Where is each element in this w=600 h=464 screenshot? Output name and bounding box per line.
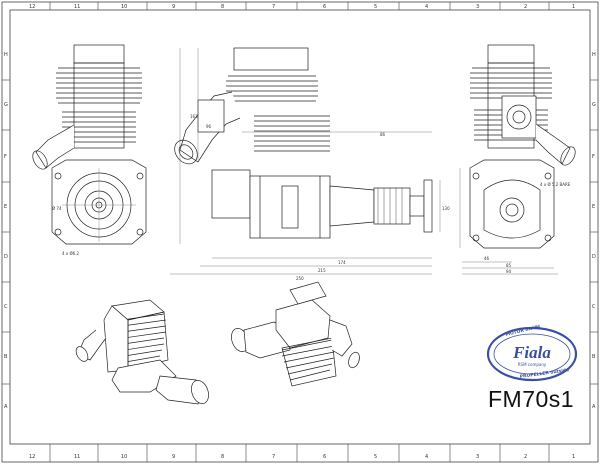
col-label: 5: [374, 454, 377, 460]
side-dimension-215: 215: [318, 268, 326, 273]
logo-tagline: RSM company: [518, 362, 547, 367]
col-label: 3: [476, 4, 479, 10]
row-label: C: [4, 304, 8, 310]
col-label: 10: [121, 4, 127, 10]
side-dimension-130: 130: [442, 206, 450, 211]
side-rear-housing: [329, 185, 375, 227]
row-label: G: [592, 102, 596, 108]
rear-dimension-85: 85: [506, 263, 512, 268]
side-dimension-lines: [170, 48, 441, 275]
col-label: 7: [272, 4, 275, 10]
bottom-column-labels: 12 11 10 9 8 7 6 5 4 3 2 1: [29, 454, 575, 460]
col-label: 6: [323, 4, 326, 10]
col-label: 2: [524, 4, 527, 10]
rear-dimension-bolt-holes: 4 x Ø 5.2 BARE: [540, 182, 571, 187]
row-label: E: [4, 204, 7, 210]
side-dimension-250: 250: [296, 276, 304, 281]
col-label: 4: [425, 454, 428, 460]
row-label: D: [4, 254, 8, 260]
row-label: H: [592, 52, 596, 58]
rear-dimension-94: 94: [506, 269, 512, 274]
row-label: F: [592, 154, 595, 160]
row-label: E: [592, 204, 595, 210]
row-label: B: [4, 354, 8, 360]
fiala-logo: Fiala RSM company MOTOR inside PROPELLER…: [486, 324, 578, 382]
col-label: 12: [29, 4, 35, 10]
inner-frame: [9, 9, 591, 445]
rear-view: [469, 44, 576, 249]
left-row-labels: H G F E D C B A: [4, 52, 8, 410]
col-label: 9: [172, 4, 175, 10]
front-view: [32, 44, 147, 245]
row-label: G: [4, 102, 8, 108]
right-row-labels: H G F E D C B A: [592, 52, 596, 410]
top-column-labels: 12 11 10 9 8 7 6 5 4 3 2 1: [29, 4, 575, 10]
col-label: 5: [374, 4, 377, 10]
row-label: B: [592, 354, 596, 360]
rear-intake-venturi: [535, 123, 571, 165]
cylinder-head-cover: [73, 44, 125, 64]
side-cooling-fins: [226, 75, 330, 152]
isometric-view-rear: [231, 281, 360, 387]
side-dimension-head: 96: [206, 124, 212, 129]
col-label: 6: [323, 454, 326, 460]
isometric-view-front: [75, 299, 209, 405]
col-label: 11: [74, 4, 80, 10]
col-label: 11: [74, 454, 80, 460]
front-dimension-bolt-holes: 4 x Ø6.2: [62, 251, 79, 256]
rear-carburetor: [501, 95, 537, 139]
rear-dimension-lines: [459, 168, 558, 275]
col-label: 4: [425, 4, 428, 10]
side-dimension-height: 163: [190, 114, 198, 119]
row-label: A: [592, 404, 596, 410]
rear-head-cover: [487, 44, 535, 64]
side-head-cover: [233, 47, 309, 71]
col-label: 12: [29, 454, 35, 460]
col-label: 1: [572, 454, 575, 460]
side-crankcase-front: [211, 169, 251, 219]
row-label: D: [592, 254, 596, 260]
col-label: 1: [572, 4, 575, 10]
col-label: 3: [476, 454, 479, 460]
row-label: A: [4, 404, 8, 410]
row-label: H: [4, 52, 8, 58]
front-dimension-diameter: Ø 74: [52, 206, 62, 211]
rear-dimension-46: 46: [484, 256, 490, 261]
side-dimension-174: 174: [338, 260, 346, 265]
col-label: 9: [172, 454, 175, 460]
side-dimension-86: 86: [380, 132, 386, 137]
col-label: 2: [524, 454, 527, 460]
side-crankcase-main: [249, 175, 331, 239]
col-label: 7: [272, 454, 275, 460]
row-label: F: [4, 154, 7, 160]
side-prop-hub: [423, 179, 433, 233]
model-name: FM70s1: [488, 386, 575, 412]
row-label: C: [592, 304, 596, 310]
side-view: [174, 47, 433, 239]
col-label: 10: [121, 454, 127, 460]
col-label: 8: [221, 454, 224, 460]
col-label: 8: [221, 4, 224, 10]
logo-brand: Fiala: [512, 343, 551, 362]
